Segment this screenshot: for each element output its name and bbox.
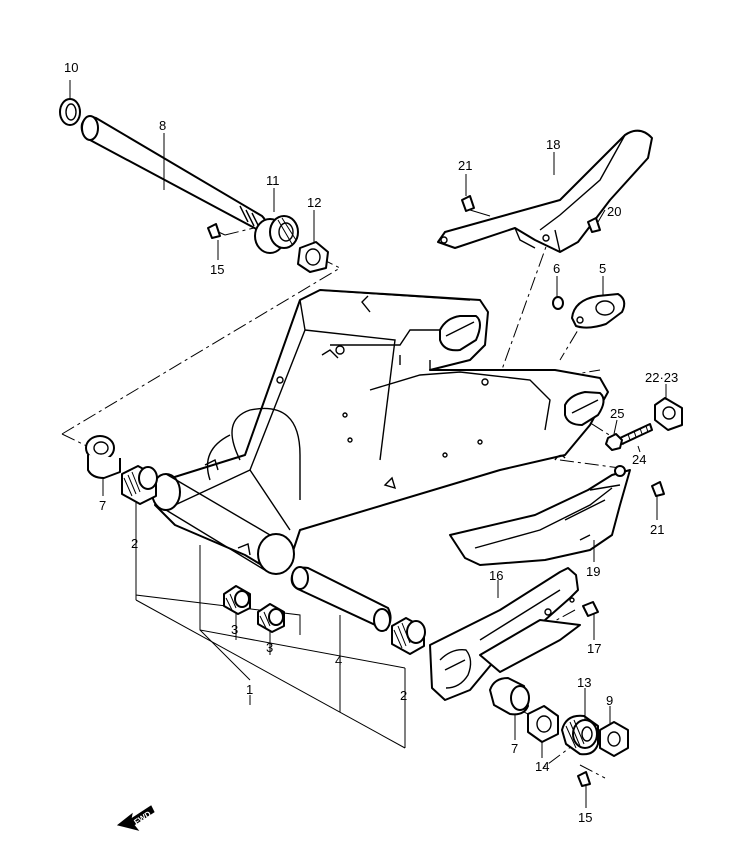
callout-24: 24 [632,452,646,467]
callout-19: 19 [586,564,600,579]
bearing-2-right [391,617,426,655]
collar-7-left [85,435,121,479]
callout-3-a: 3 [231,622,238,637]
chain-guard-lower [449,465,631,566]
bearing-3b [257,603,285,633]
bearing-3a [223,585,251,615]
callout-22-23: 22·23 [645,370,678,385]
callout-17: 17 [587,641,601,656]
screw-upper-20 [587,217,601,233]
callout-8: 8 [159,118,166,133]
screw-lower-21 [651,481,665,497]
axle-nut-left [297,241,329,273]
callout-13: 13 [577,675,591,690]
axle-collar [59,98,81,126]
chain-adjuster-block [654,397,683,431]
callout-15-top: 15 [210,262,224,277]
callout-25: 25 [610,406,624,421]
axle [80,115,267,233]
callout-3-b: 3 [266,640,273,655]
swingarm-body [151,289,609,575]
pivot-spacer [290,566,392,632]
callout-2-left: 2 [131,536,138,551]
adjuster-bolt [619,423,653,445]
callout-4: 4 [335,653,342,668]
axle-nut-9 [599,721,629,757]
callout-6: 6 [553,261,560,276]
callout-14: 14 [535,759,549,774]
bolt-upper-left [207,223,221,239]
plate-5 [571,293,626,329]
callout-1: 1 [246,682,253,697]
callout-18: 18 [546,137,560,152]
chain-guard-upper [437,129,653,253]
callout-7-right: 7 [511,741,518,756]
chain-adjuster-left [254,215,299,254]
leader-lines [69,80,667,808]
washer-6 [552,296,564,310]
callout-15-bottom: 15 [578,810,592,825]
bolt-15-lower [577,771,591,787]
chain-slider [429,567,581,701]
callout-9: 9 [606,693,613,708]
callout-7-left: 7 [99,498,106,513]
screw-upper-21 [461,195,491,217]
callout-10-top: 10 [64,60,78,75]
chain-adjuster-right-13 [561,714,599,756]
callout-20: 20 [607,204,621,219]
callout-5: 5 [599,261,606,276]
callout-21-lower: 21 [650,522,664,537]
screw-17 [582,601,599,617]
axle-nut-right-14 [527,705,559,743]
callout-21-top: 21 [458,158,472,173]
callout-11: 11 [266,173,280,188]
collar-7-right [489,677,530,716]
callout-2-right: 2 [400,688,407,703]
bearing-2-left [121,465,158,505]
callout-16: 16 [489,568,503,583]
fwd-arrow-icon: FWD [116,805,155,831]
reference-brackets [135,490,406,749]
callout-12: 12 [307,195,321,210]
callout-labels: 10 8 11 12 15 21 18 20 6 5 22·23 25 24 2… [64,60,678,825]
adjuster-nut [605,433,623,451]
